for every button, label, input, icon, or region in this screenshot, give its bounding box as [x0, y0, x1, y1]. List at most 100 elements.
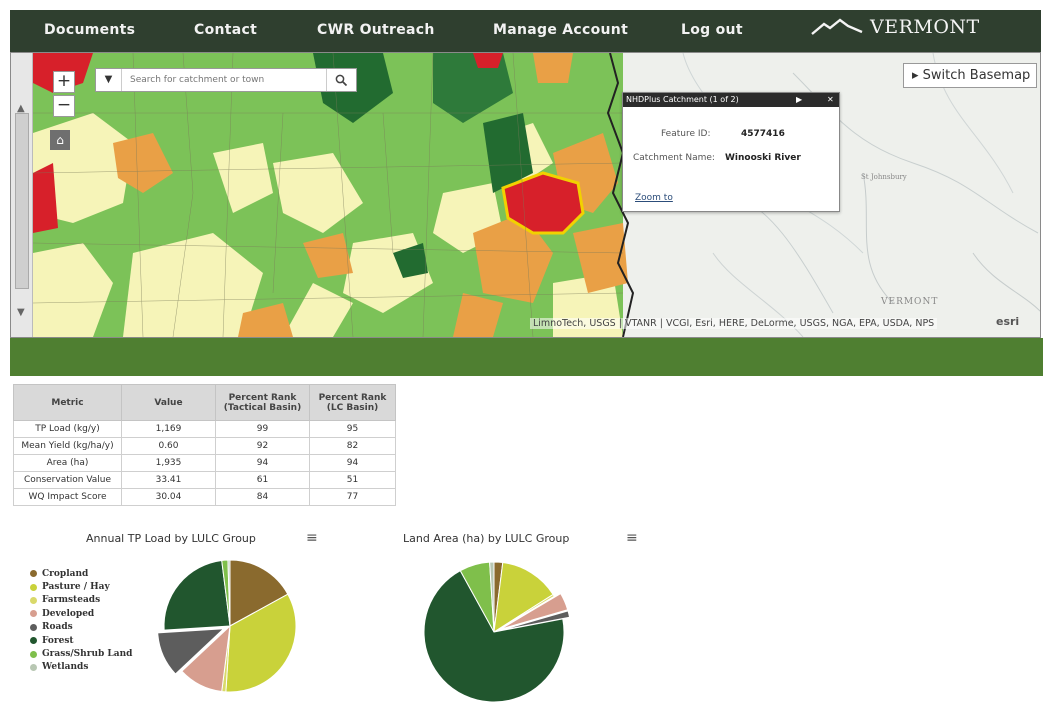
chart-menu-icon-2[interactable]: ≡	[626, 530, 638, 546]
pie-chart-land-area	[423, 561, 571, 703]
map-attribution: LimnoTech, USGS | VTANR | VCGI, Esri, HE…	[530, 318, 938, 329]
pie-slice-forest[interactable]	[163, 559, 231, 631]
catchment-map[interactable]	[33, 53, 1041, 337]
legend-swatch	[30, 650, 37, 658]
legend-label: Wetlands	[42, 662, 89, 673]
pie-slice-pasture-hay[interactable]	[225, 593, 297, 693]
chart-title-tp-load: Annual TP Load by LULC Group	[86, 532, 256, 545]
map-view[interactable]: ▲ ▼	[10, 52, 1041, 338]
legend-label: Pasture / Hay	[42, 582, 110, 593]
top-nav-bar: Documents Contact CWR Outreach Manage Ac…	[10, 10, 1041, 52]
zoom-out-button[interactable]: −	[53, 95, 75, 117]
header-metric: Metric	[13, 384, 122, 421]
metrics-table: Metric Value Percent Rank (Tactical Basi…	[13, 384, 396, 506]
catchment-search[interactable]: ▼	[95, 68, 357, 92]
esri-logo: esri	[996, 315, 1020, 328]
popup-next-icon[interactable]: ▶	[796, 95, 803, 104]
pie-slice-wetlands[interactable]	[489, 561, 495, 633]
zoom-in-button[interactable]: +	[53, 71, 75, 93]
table-cell: Area (ha)	[13, 454, 122, 472]
zoom-to-link[interactable]: Zoom to	[635, 193, 673, 203]
table-cell: 30.04	[121, 488, 216, 506]
popup-title: NHDPlus Catchment (1 of 2)	[626, 95, 739, 104]
nav-cwr-outreach[interactable]: CWR Outreach	[317, 22, 435, 38]
pie-slice-cropland[interactable]	[229, 559, 289, 627]
pie-slice-farmsteads[interactable]	[493, 593, 555, 633]
legend-swatch	[30, 596, 37, 604]
table-cell: 77	[309, 488, 396, 506]
pie-slice-pasture-hay[interactable]	[493, 561, 554, 633]
table-header-row: Metric Value Percent Rank (Tactical Basi…	[13, 384, 396, 421]
legend-label: Farmsteads	[42, 595, 101, 606]
nav-documents[interactable]: Documents	[44, 22, 136, 38]
scrollbar-thumb[interactable]	[15, 113, 29, 289]
mountain-icon	[811, 18, 863, 35]
switch-basemap-button[interactable]: ▸ Switch Basemap	[903, 63, 1037, 88]
table-cell: 94	[215, 454, 310, 472]
legend-label: Roads	[42, 622, 73, 633]
pie-slice-roads[interactable]	[500, 610, 571, 631]
map-scrollbar[interactable]: ▲ ▼	[11, 53, 33, 337]
legend-item[interactable]: Forest	[30, 634, 132, 647]
pie-slice-roads[interactable]	[157, 628, 225, 675]
legend-item[interactable]: Farmsteads	[30, 594, 132, 607]
scroll-up-arrow-icon[interactable]: ▲	[17, 103, 25, 114]
legend-item[interactable]: Pasture / Hay	[30, 580, 132, 593]
legend-label: Cropland	[42, 568, 89, 579]
nav-log-out[interactable]: Log out	[681, 22, 743, 38]
nav-manage-account[interactable]: Manage Account	[493, 22, 629, 38]
table-cell: 1,169	[121, 420, 216, 438]
home-icon[interactable]: ⌂	[50, 130, 70, 150]
search-icon	[335, 74, 348, 86]
table-cell: Mean Yield (kg/ha/y)	[13, 437, 122, 455]
pie-slice-developed[interactable]	[181, 624, 231, 693]
pie-slice-wetlands[interactable]	[227, 559, 231, 627]
table-cell: WQ Impact Score	[13, 488, 122, 506]
legend-label: Developed	[42, 608, 95, 619]
brand-text: VERMONT	[870, 16, 980, 38]
map-label-state: VERMONT	[881, 297, 939, 307]
chart-menu-icon[interactable]: ≡	[306, 530, 318, 546]
header-value: Value	[121, 384, 216, 421]
legend-item[interactable]: Developed	[30, 607, 132, 620]
table-cell: 0.60	[121, 437, 216, 455]
table-cell: 94	[309, 454, 396, 472]
vermont-logo: VERMONT	[810, 16, 980, 38]
search-dropdown-icon[interactable]: ▼	[96, 69, 122, 91]
catchment-name-value: Winooski River	[725, 153, 801, 163]
feature-id-value: 4577416	[741, 129, 785, 139]
green-divider-band	[10, 338, 1043, 376]
legend-item[interactable]: Grass/Shrub Land	[30, 647, 132, 660]
chart-title-land-area: Land Area (ha) by LULC Group	[403, 532, 570, 545]
nav-contact[interactable]: Contact	[194, 22, 258, 38]
legend-swatch	[30, 610, 37, 618]
legend-swatch	[30, 623, 37, 631]
header-rank-tactical: Percent Rank (Tactical Basin)	[215, 384, 310, 421]
legend-swatch	[30, 570, 37, 578]
legend-item[interactable]: Roads	[30, 621, 132, 634]
table-cell: 61	[215, 471, 310, 489]
map-label-town: St Johnsbury	[861, 173, 907, 181]
table-cell: 84	[215, 488, 310, 506]
legend-item[interactable]: Cropland	[30, 567, 132, 580]
feature-id-label: Feature ID:	[661, 129, 711, 139]
pie-slice-developed[interactable]	[500, 592, 569, 630]
table-cell: TP Load (kg/y)	[13, 420, 122, 438]
header-rank-lc: Percent Rank (LC Basin)	[309, 384, 396, 421]
table-cell: 1,935	[121, 454, 216, 472]
pie-chart-tp-load	[157, 559, 297, 693]
search-input[interactable]	[122, 69, 326, 91]
legend-item[interactable]: Wetlands	[30, 661, 132, 674]
scroll-down-arrow-icon[interactable]: ▼	[17, 307, 25, 318]
search-button[interactable]	[326, 69, 356, 91]
table-cell: 95	[309, 420, 396, 438]
popup-close-icon[interactable]: ✕	[827, 95, 834, 104]
pie-slice-forest[interactable]	[423, 569, 565, 703]
table-cell: 82	[309, 437, 396, 455]
table-cell: 99	[215, 420, 310, 438]
table-cell: Conservation Value	[13, 471, 122, 489]
